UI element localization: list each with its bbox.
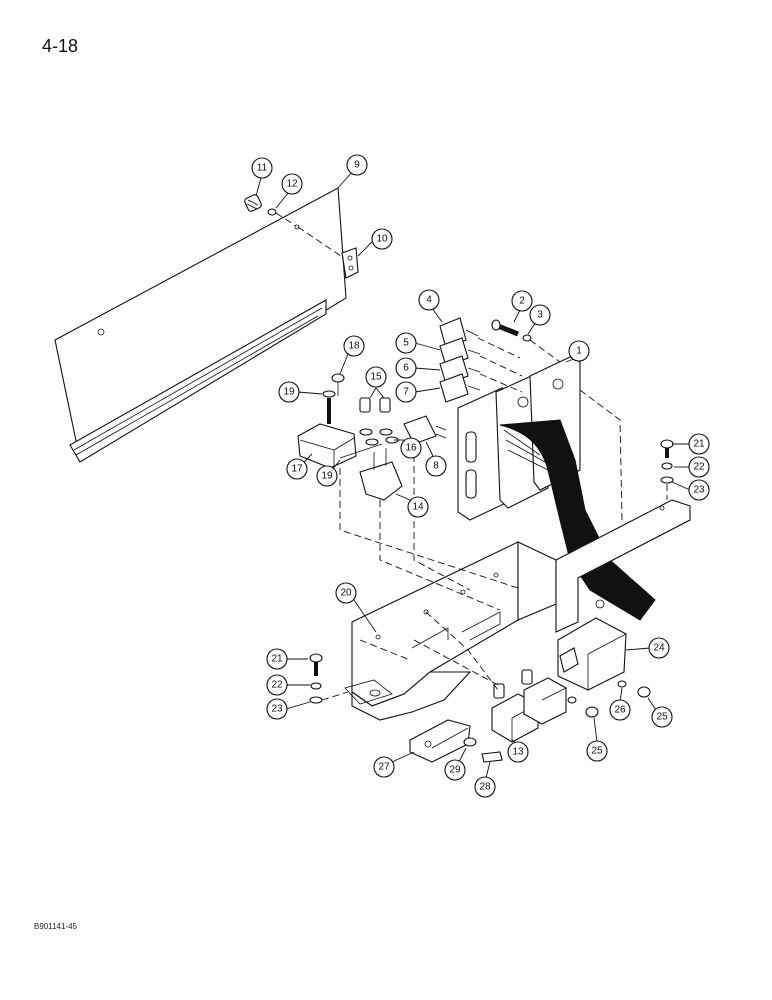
- latch-part: [297, 226, 359, 279]
- callout-19-upper: 19: [278, 381, 300, 403]
- callout-18: 18: [343, 335, 365, 357]
- svg-text:19: 19: [321, 471, 333, 482]
- callout-1: 1: [568, 340, 590, 362]
- callout-9: 9: [346, 154, 368, 176]
- callout-7: 7: [395, 381, 417, 403]
- svg-text:7: 7: [403, 387, 409, 398]
- left-hardware: [309, 653, 349, 704]
- svg-text:22: 22: [271, 680, 283, 691]
- svg-text:17: 17: [291, 464, 303, 475]
- assembly-lines: [339, 389, 623, 691]
- callout-16: 16: [400, 437, 422, 459]
- svg-text:9: 9: [354, 160, 360, 171]
- small-screws: [331, 373, 399, 446]
- cover-panel: [54, 187, 347, 463]
- svg-text:24: 24: [653, 643, 665, 654]
- svg-text:14: 14: [412, 502, 424, 513]
- callout-28: 28: [474, 776, 496, 798]
- callout-4: 4: [418, 289, 440, 311]
- rocker-switch: [403, 415, 447, 445]
- callout-10: 10: [371, 228, 393, 250]
- svg-text:29: 29: [449, 765, 461, 776]
- knob-part: [244, 194, 297, 227]
- svg-text:6: 6: [403, 363, 409, 374]
- callout-8: 8: [425, 455, 447, 477]
- svg-text:23: 23: [271, 704, 283, 715]
- svg-text:23: 23: [693, 485, 705, 496]
- callout-19-lower: 19: [316, 465, 338, 487]
- mounting-bracket: [344, 499, 691, 721]
- callout-27: 27: [373, 756, 395, 778]
- clamp-block: [409, 719, 503, 763]
- callout-26: 26: [609, 699, 631, 721]
- svg-text:3: 3: [537, 310, 543, 321]
- svg-text:27: 27: [378, 762, 390, 773]
- svg-text:12: 12: [286, 179, 298, 190]
- svg-text:25: 25: [591, 746, 603, 757]
- callout-22-right: 22: [688, 456, 710, 478]
- switch-stack: [439, 317, 523, 403]
- svg-text:21: 21: [271, 654, 283, 665]
- svg-text:13: 13: [512, 747, 524, 758]
- callout-5: 5: [395, 332, 417, 354]
- svg-text:19: 19: [283, 387, 295, 398]
- svg-text:20: 20: [340, 588, 352, 599]
- svg-text:8: 8: [433, 461, 439, 472]
- callout-25-right: 25: [651, 706, 673, 728]
- svg-text:4: 4: [426, 295, 432, 306]
- right-hardware: [660, 439, 674, 500]
- callout-17: 17: [286, 458, 308, 480]
- svg-text:22: 22: [693, 462, 705, 473]
- callout-22-left: 22: [266, 674, 288, 696]
- callout-24: 24: [648, 637, 670, 659]
- callout-21-right: 21: [688, 433, 710, 455]
- svg-text:2: 2: [519, 296, 525, 307]
- svg-text:18: 18: [348, 341, 360, 352]
- connector-block: [457, 355, 656, 621]
- small-relays: [491, 669, 567, 743]
- callout-29: 29: [444, 759, 466, 781]
- callout-13: 13: [507, 741, 529, 763]
- callout-15: 15: [365, 366, 387, 388]
- callout-20: 20: [335, 582, 357, 604]
- callout-11: 11: [251, 157, 273, 179]
- callout-25-lower: 25: [586, 740, 608, 762]
- svg-text:16: 16: [405, 443, 417, 454]
- svg-text:1: 1: [576, 346, 582, 357]
- svg-text:28: 28: [479, 782, 491, 793]
- mount-block: [297, 390, 383, 469]
- large-relay: [557, 617, 627, 691]
- svg-text:25: 25: [656, 712, 668, 723]
- callouts: 1 2 3 4 5 6 7 8 9 10 11 12 13 14 15 16 1: [251, 154, 710, 798]
- figure-id: B901141-45: [34, 922, 77, 931]
- callout-12: 12: [281, 173, 303, 195]
- svg-text:15: 15: [370, 372, 382, 383]
- page-number: 4-18: [42, 36, 79, 56]
- callout-21-left: 21: [266, 648, 288, 670]
- callout-14: 14: [407, 496, 429, 518]
- svg-text:11: 11: [257, 163, 268, 174]
- callout-23-left: 23: [266, 698, 288, 720]
- svg-text:10: 10: [376, 234, 388, 245]
- callout-23-right: 23: [688, 479, 710, 501]
- callout-6: 6: [395, 357, 417, 379]
- relay-screws: [567, 680, 651, 718]
- screw-part: [491, 319, 561, 363]
- svg-text:5: 5: [403, 338, 409, 349]
- callout-2: 2: [511, 290, 533, 312]
- svg-text:26: 26: [614, 705, 626, 716]
- svg-text:21: 21: [693, 439, 705, 450]
- flasher-unit: [359, 448, 403, 501]
- callout-3: 3: [529, 304, 551, 326]
